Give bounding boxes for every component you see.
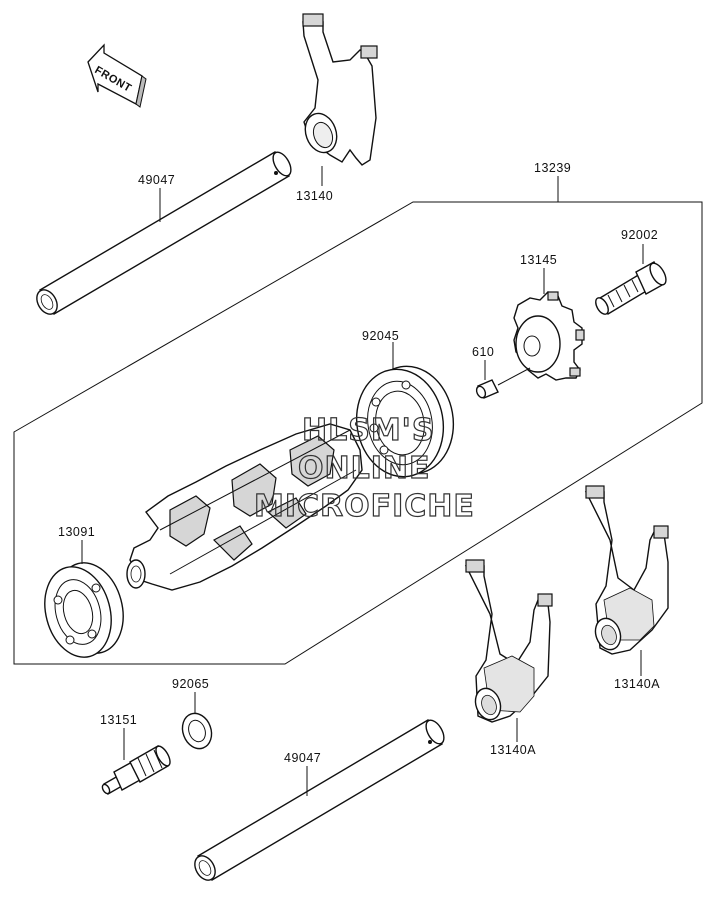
washer [181,712,213,750]
callout-shaft-top: 49047 [138,173,175,187]
shaft-top [36,151,292,315]
callout-pin: 610 [472,345,494,359]
bearing-large [44,562,124,658]
callout-fork-middle: 13140A [490,743,536,757]
bearing-small [355,365,455,478]
callout-bearing-small: 92045 [362,329,399,343]
front-arrow: FRONT [87,43,147,108]
fork-right [584,485,669,655]
callout-fork-right: 13140A [614,677,660,691]
drum-assembly-outline [13,201,703,665]
callout-washer: 92065 [172,677,209,691]
neutral-switch [101,745,171,796]
pin-plate [513,291,585,381]
shift-drum [126,423,363,591]
pin [475,379,499,399]
watermark-line-1: HLSM'S [302,413,434,448]
callout-switch: 13151 [100,713,137,727]
bolt [595,261,667,315]
shaft-bottom [194,719,445,881]
callout-drum-assembly: 13239 [534,161,571,175]
watermark: HLSM'S ONLINE MICROFICHE [253,412,475,524]
fork-top [302,13,378,166]
callout-bolt: 92002 [621,228,658,242]
fork-middle [464,559,553,723]
callout-bearing-large: 13091 [58,525,95,539]
callout-shaft-bottom: 49047 [284,751,321,765]
callout-pin-plate: 13145 [520,253,557,267]
callout-fork-top: 13140 [296,189,333,203]
watermark-line-3: MICROFICHE [254,489,475,524]
watermark-line-2: ONLINE [298,451,431,486]
